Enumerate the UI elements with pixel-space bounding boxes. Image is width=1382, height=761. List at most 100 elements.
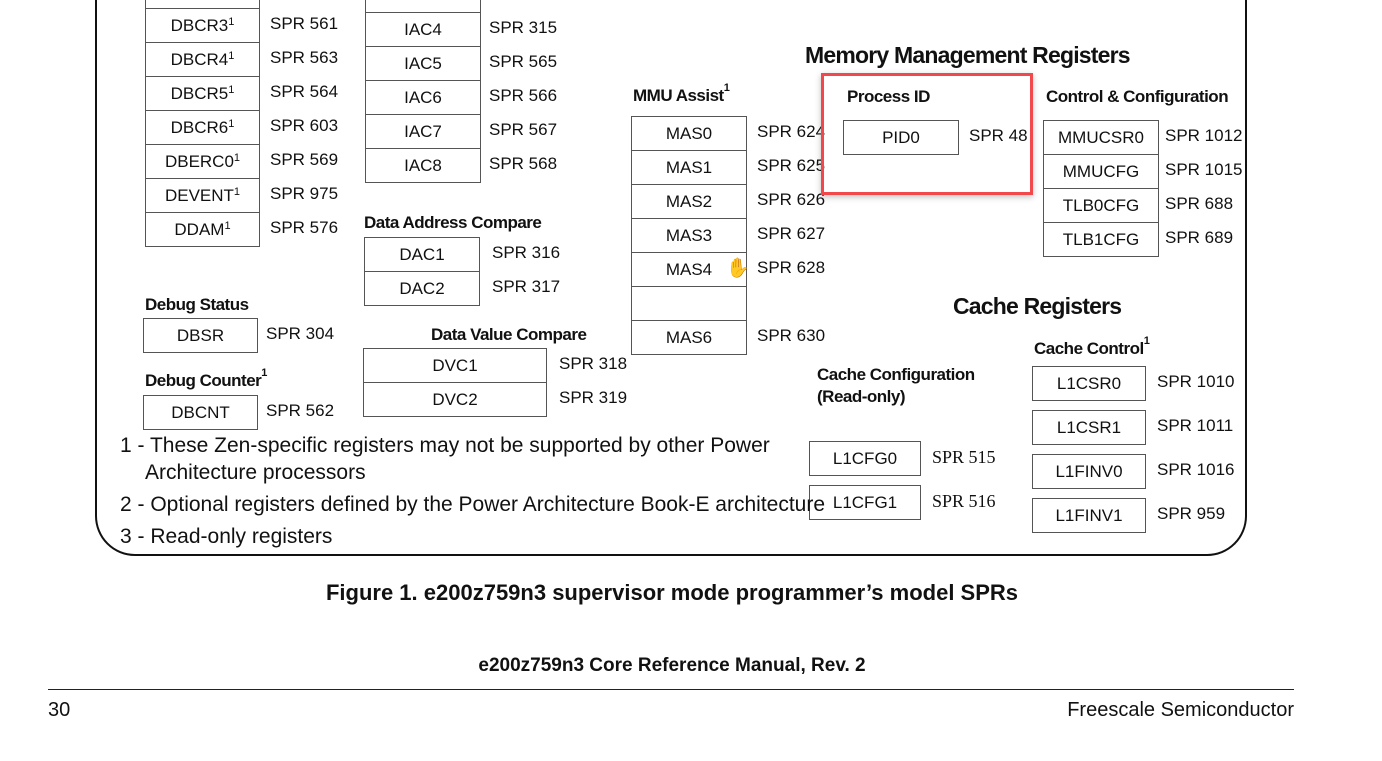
spr-number: SPR 1015: [1165, 160, 1243, 179]
register-box: IAC7: [365, 114, 481, 149]
register-name: IAC8: [404, 155, 442, 175]
register-name: MAS0: [665, 123, 713, 143]
register-name: L1FINV0: [1055, 461, 1123, 481]
register-name: MMUCSR0: [1058, 127, 1144, 147]
register-box: IAC4: [365, 12, 481, 47]
spr-number: SPR 1012: [1165, 126, 1243, 145]
register-box: DAC1: [364, 237, 480, 272]
spr-number: SPR 567: [489, 120, 558, 139]
register-box: MAS3: [631, 218, 747, 253]
register-name: L1CSR0: [1056, 373, 1122, 393]
footnote-ref: 1: [224, 219, 231, 232]
register-name: DEVENT: [164, 185, 234, 205]
title-debug-counter: Debug Counter1: [145, 367, 267, 390]
register-box: IAC6: [365, 80, 481, 115]
footnote-ref: 1: [228, 49, 235, 62]
register-box: L1CSR0: [1032, 366, 1146, 401]
footnote-ref: 1: [233, 185, 241, 198]
register-name: L1CFG1: [832, 492, 898, 512]
register-name: DDAM: [174, 219, 225, 239]
register-name: MMUCFG: [1062, 161, 1140, 181]
footnote-1-cont: Architecture processors: [145, 461, 366, 484]
footnote-ref: 1: [233, 151, 241, 164]
register-name: DAC2: [399, 278, 445, 298]
register-box: L1FINV1: [1032, 498, 1146, 533]
spr-number: SPR 515: [932, 447, 996, 467]
register-name: L1FINV1: [1055, 505, 1123, 525]
register-box: L1CSR1: [1032, 410, 1146, 445]
register-name: DBSR: [176, 325, 225, 345]
register-box: MAS0: [631, 116, 747, 151]
title-dvc: Data Value Compare: [431, 325, 587, 344]
register-box: [631, 286, 747, 321]
register-name: DVC1: [432, 355, 478, 375]
figure-caption: Figure 1. e200z759n3 supervisor mode pro…: [325, 580, 1019, 605]
register-name: DBCNT: [171, 402, 230, 422]
spr-number: SPR 1010: [1157, 372, 1235, 391]
register-name: MAS4: [665, 259, 713, 279]
footnote-ref: 1: [228, 117, 235, 130]
register-box: MAS1: [631, 150, 747, 185]
register-box: IAC8: [365, 148, 481, 183]
register-name: MAS3: [665, 225, 713, 245]
register-box: PID0: [843, 120, 959, 155]
footnote-2: 2 - Optional registers defined by the Po…: [120, 493, 826, 516]
spr-number: SPR 603: [270, 116, 339, 135]
spr-number: SPR 562: [266, 401, 335, 420]
spr-number: SPR 975: [270, 184, 339, 203]
figure-frame: [95, 0, 1247, 556]
register-box: DBSR: [143, 318, 258, 353]
title-cache-config: Cache Configuration: [817, 365, 975, 384]
register-name: DBCR3: [170, 15, 229, 35]
register-name: DVC2: [432, 389, 478, 409]
register-box: DAC2: [364, 271, 480, 306]
register-box: DBCNT: [143, 395, 258, 430]
footnote-3: 3 - Read-only registers: [120, 525, 333, 548]
register-box: L1CFG1: [809, 485, 921, 520]
spr-number: SPR 624: [757, 122, 826, 141]
register-box: MMUCSR0: [1043, 120, 1159, 155]
title-mmu-assist: MMU Assist1: [633, 82, 730, 105]
spr-number: SPR 576: [270, 218, 339, 237]
register-name: PID0: [882, 127, 920, 147]
register-box: L1FINV0: [1032, 454, 1146, 489]
title-dac: Data Address Compare: [364, 213, 542, 232]
section-memory-management: Memory Management Registers: [805, 42, 1131, 68]
register-box: L1CFG0: [809, 441, 921, 476]
footer-manual-title: e200z759n3 Core Reference Manual, Rev. 2: [478, 655, 866, 676]
spr-number: SPR 689: [1165, 228, 1234, 247]
register-name: MAS1: [665, 157, 713, 177]
register-name: DBCR5: [170, 83, 229, 103]
spr-number: SPR 516: [932, 491, 996, 511]
title-process-id: Process ID: [847, 87, 930, 106]
spr-number: SPR 316: [492, 243, 561, 262]
register-name: DBCR4: [170, 49, 229, 69]
spr-number: SPR 688: [1165, 194, 1234, 213]
register-box: TLB1CFG: [1043, 222, 1159, 257]
spr-number: SPR 565: [489, 52, 558, 71]
spr-number: SPR 626: [757, 190, 826, 209]
footer-company: Freescale Semiconductor: [1067, 699, 1294, 721]
register-name: L1CSR1: [1056, 417, 1122, 437]
register-name: L1CFG0: [832, 448, 898, 468]
footer-divider: [48, 689, 1294, 690]
footnote-ref: 1: [228, 15, 235, 28]
spr-number: SPR 568: [489, 154, 558, 173]
register-name: MAS2: [665, 191, 713, 211]
spr-number: SPR 630: [757, 326, 826, 345]
title-debug-status: Debug Status: [145, 295, 249, 314]
spr-number: SPR 319: [559, 388, 628, 407]
register-name: MAS6: [665, 327, 713, 347]
spr-number: SPR 317: [492, 277, 561, 296]
spr-number: SPR 564: [270, 82, 339, 101]
spr-number: SPR 318: [559, 354, 628, 373]
register-box: MAS6: [631, 320, 747, 355]
register-name: IAC7: [404, 121, 442, 141]
spr-number: SPR 569: [270, 150, 339, 169]
register-box: DVC2: [363, 382, 547, 417]
hand-cursor-icon: ✋: [726, 258, 750, 279]
